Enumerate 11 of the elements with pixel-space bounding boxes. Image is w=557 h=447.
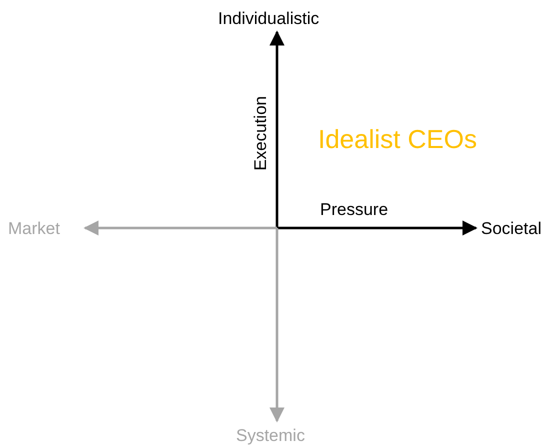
axis-arrow — [270, 228, 284, 422]
axis-arrow — [277, 220, 478, 236]
quadrant-label: Idealist CEOs — [318, 126, 477, 152]
edge-label: Pressure — [320, 201, 388, 218]
axis-end-label: Societal — [481, 220, 542, 237]
edge-label: Execution — [252, 96, 269, 171]
axis-end-label: Systemic — [236, 427, 305, 444]
axis-arrow — [84, 220, 277, 236]
axis-end-label: Market — [8, 220, 60, 237]
axis-end-label: Individualistic — [218, 10, 320, 27]
axis-arrow — [270, 30, 284, 228]
